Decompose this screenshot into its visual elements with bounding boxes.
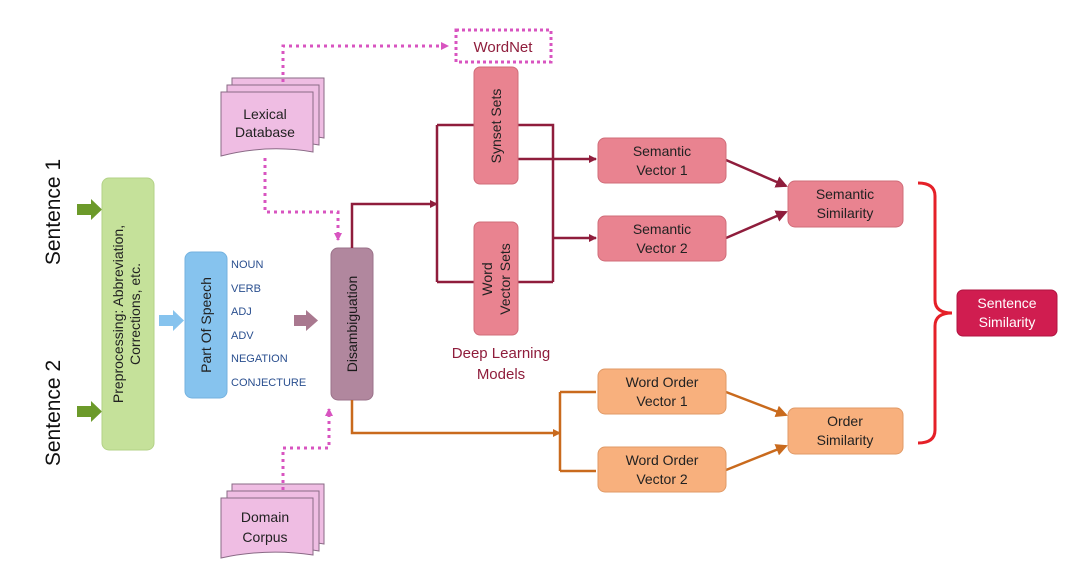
pos-tag-adv: ADV [231,330,254,342]
dotted-connectors [263,42,449,490]
word-order-vector-2-line2: Vector 2 [636,471,688,487]
corpus-to-disambiguation-connector [281,408,333,490]
synset-sets-box [473,66,519,185]
order-split-line [558,390,596,473]
similarity-bracket [917,181,953,445]
pos-tag-conjecture: CONJECTURE [231,377,306,389]
sentence-1-label: Sentence 1 [42,159,65,265]
semantic-similarity-box [787,180,904,228]
wordnet-box [454,28,553,64]
order-similarity-box [787,407,904,455]
lexical-to-wordnet-connector [281,42,449,82]
mauve-arrow [294,310,318,331]
green-input-arrow-1 [77,199,102,220]
preprocessing-box [101,177,155,451]
word-order-vector-1-box [597,368,727,415]
pos-tag-verb: VERB [231,283,261,295]
word-order-vector-1-line2: Vector 1 [636,393,688,409]
disambiguation-to-order-line [350,400,561,437]
order-similarity-line1: Order [827,413,863,429]
sentence-similarity-line2: Similarity [979,314,1036,330]
word-order-vector-1-line1: Word Order [626,374,699,390]
disambiguation-to-split-line [350,200,438,248]
lexical-database-document: Lexical Database [220,77,325,157]
pos-tag-noun: NOUN [231,259,263,271]
word-order-vector-2-box [597,446,727,493]
word-vector-sets-box [473,221,519,336]
sentence-2-label: Sentence 2 [42,360,65,466]
sv1-to-semantic-similarity-arrow [725,158,788,188]
deep-learning-caption-line2: Models [477,366,525,383]
preprocessing-label-line1: Preprocessing: Abbreviation, [110,225,126,403]
sentence-similarity-line1: Sentence [977,295,1036,311]
domain-corpus-line2: Corpus [242,529,287,545]
synset-sets-label: Synset Sets [488,89,504,164]
deep-learning-caption-line1: Deep Learning [452,345,550,362]
semantic-similarity-line1: Semantic [816,186,874,202]
green-input-arrow-2 [77,401,102,422]
part-of-speech-label: Part Of Speech [198,277,214,373]
disambiguation-label: Disambiguation [344,276,360,373]
domain-corpus-line1: Domain [241,509,289,525]
order-similarity-line2: Similarity [817,432,874,448]
part-of-speech-box [184,251,228,399]
pos-tag-list: NOUN VERB ADJ ADV NEGATION CONJECTURE [231,259,306,389]
semantic-similarity-line2: Similarity [817,205,874,221]
semantic-vector-2-line1: Semantic [633,221,691,237]
sentence-similarity-box [956,289,1058,337]
wordnet-label: WordNet [474,39,534,56]
wov1-to-order-similarity-arrow [725,390,788,418]
domain-corpus-document: Domain Corpus [220,483,325,559]
word-order-vector-2-line1: Word Order [626,452,699,468]
word-vector-sets-line1: Word [479,262,495,295]
pos-tag-adj: ADJ [231,306,252,318]
word-vector-sets-line2: Vector Sets [497,243,513,315]
semantic-vector-1-box [597,137,727,184]
lexical-to-disambiguation-connector [263,158,342,241]
order-connectors [350,390,788,473]
wov2-to-order-similarity-arrow [725,444,788,472]
preprocessing-label-line2: Corrections, etc. [127,263,143,365]
blue-arrow [159,310,184,331]
semantic-vector-2-line2: Vector 2 [636,240,688,256]
pos-tag-negation: NEGATION [231,353,288,365]
semantic-vector-1-line1: Semantic [633,143,691,159]
semantic-vector-1-line2: Vector 1 [636,162,688,178]
semantic-vector-2-box [597,215,727,262]
lexical-database-line1: Lexical [243,106,287,122]
lexical-database-line2: Database [235,124,295,140]
sv2-to-semantic-similarity-arrow [725,210,788,240]
